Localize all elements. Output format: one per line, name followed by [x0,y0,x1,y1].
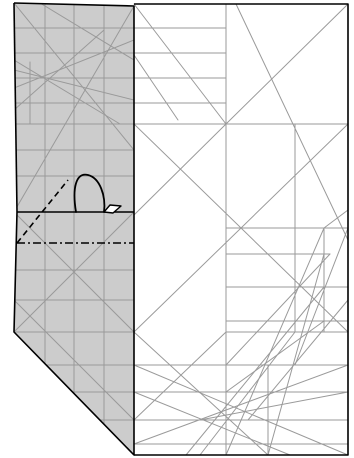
folded-flap-lower [14,212,134,455]
folded-flap-upper [14,3,134,212]
